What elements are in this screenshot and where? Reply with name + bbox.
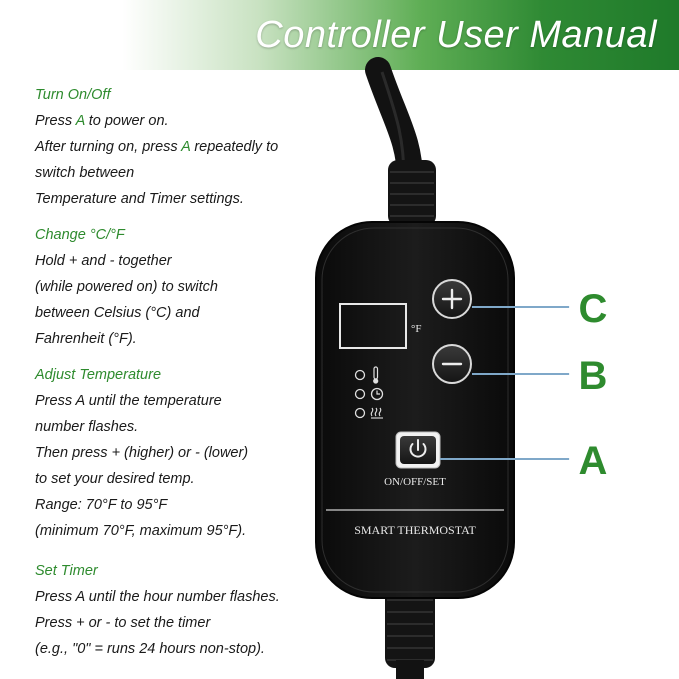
- heat-icon: [370, 407, 383, 419]
- section-heading: Turn On/Off: [35, 87, 111, 103]
- indicator-heat: [354, 407, 383, 419]
- strain-relief-ribs-top: [390, 171, 434, 217]
- section-turn-on-off: Turn On/Off Press A to power on. After t…: [35, 82, 325, 212]
- controller-body: [315, 221, 515, 599]
- section-heading: Change °C/°F: [35, 227, 125, 243]
- clock-icon: [370, 387, 384, 401]
- instruction-line: Press + or - to set the timer: [35, 615, 211, 631]
- section-adjust-temperature: Adjust Temperature Press A until the tem…: [35, 362, 325, 544]
- callout-letter-b: B: [579, 354, 608, 398]
- callout-letter-c: C: [579, 287, 608, 331]
- text-span: repeatedly to: [190, 139, 279, 155]
- instruction-line: Press A to power on.: [35, 108, 325, 134]
- text-span: After turning on, press: [35, 139, 182, 155]
- lower-cable: [396, 660, 424, 679]
- display-window: [339, 303, 407, 349]
- instruction-line: Then press + (higher) or - (lower): [35, 445, 249, 461]
- body-edge: [321, 227, 509, 593]
- instruction-line: Press A until the temperature: [35, 393, 222, 409]
- key-a-highlight: A: [181, 139, 191, 155]
- section-heading: Set Timer: [35, 563, 98, 579]
- instruction-line: Hold + and - together: [35, 253, 172, 269]
- power-icon: [409, 439, 427, 458]
- power-button[interactable]: [395, 431, 441, 469]
- brand-label: SMART THERMOSTAT: [354, 523, 476, 537]
- strain-relief-ribs-bottom: [387, 599, 433, 661]
- instruction-line: between Celsius (°C) and: [35, 305, 200, 321]
- unit-label: °F: [411, 323, 422, 335]
- instruction-line: After turning on, press A repeatedly to: [35, 134, 325, 160]
- indicator-clock: [354, 387, 384, 401]
- text-span: Press: [35, 113, 76, 129]
- section-heading: Adjust Temperature: [35, 367, 162, 383]
- key-a-highlight: A: [75, 113, 85, 129]
- section-change-unit: Change °C/°F Hold + and - together (whil…: [35, 222, 325, 352]
- instruction-line: (minimum 70°F, maximum 95°F).: [35, 523, 247, 539]
- instruction-line: Press A until the hour number flashes.: [35, 589, 280, 605]
- minus-button[interactable]: [432, 344, 472, 384]
- instruction-line: switch between: [35, 165, 135, 181]
- indicator-thermometer: [354, 366, 379, 384]
- thermometer-icon: [373, 366, 379, 384]
- page-title: Controller User Manual: [255, 14, 657, 56]
- section-set-timer: Set Timer Press A until the hour number …: [35, 558, 325, 662]
- instruction-line: Fahrenheit (°F).: [35, 331, 137, 347]
- instruction-line: (while powered on) to switch: [35, 279, 218, 295]
- title-banner: Controller User Manual: [0, 0, 679, 70]
- plus-icon: [441, 288, 463, 310]
- instructions: Turn On/Off Press A to power on. After t…: [35, 82, 325, 672]
- instruction-line: number flashes.: [35, 419, 139, 435]
- power-button-label: ON/OFF/SET: [384, 476, 446, 488]
- instruction-line: Range: 70°F to 95°F: [35, 497, 168, 513]
- callout-letter-a: A: [579, 439, 608, 483]
- instruction-line: Temperature and Timer settings.: [35, 191, 244, 207]
- instruction-line: (e.g., "0" = runs 24 hours non-stop).: [35, 641, 265, 657]
- callout-c: C: [569, 283, 617, 331]
- callout-a: A: [569, 435, 617, 483]
- callout-b: B: [569, 350, 617, 398]
- instruction-line: to set your desired temp.: [35, 471, 195, 487]
- plus-button[interactable]: [432, 279, 472, 319]
- text-span: to power on.: [84, 113, 169, 129]
